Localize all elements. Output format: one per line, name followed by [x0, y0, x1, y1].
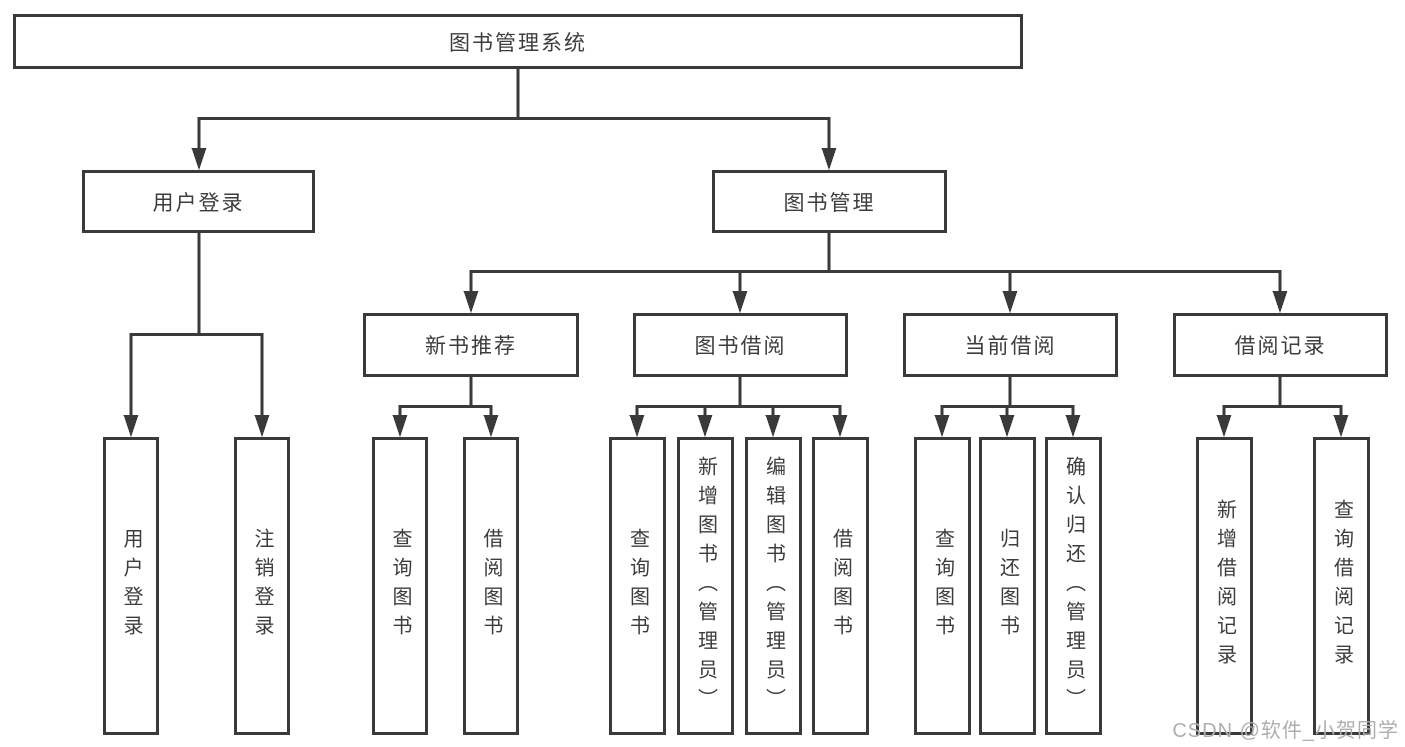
node-user-login: 用户登录: [82, 170, 315, 233]
leaf-add-borrow-record: 新增借阅记录: [1196, 437, 1253, 735]
leaf-user-login: 用户登录: [103, 437, 159, 735]
leaf-recommend-query-books: 查询图书: [372, 437, 428, 735]
leaf-return-books: 归还图书: [979, 437, 1036, 735]
leaf-edit-book-admin: 编辑图书（管理员）: [745, 437, 802, 735]
node-new-book-recommend: 新书推荐: [363, 313, 579, 377]
leaf-confirm-return-admin: 确认归还（管理员）: [1045, 437, 1102, 735]
leaf-logout: 注销登录: [234, 437, 290, 735]
node-current-borrow: 当前借阅: [903, 313, 1118, 377]
leaf-add-book-admin: 新增图书（管理员）: [677, 437, 734, 735]
leaf-borrow-query-books: 查询图书: [609, 437, 666, 735]
leaf-recommend-borrow-books: 借阅图书: [463, 437, 519, 735]
leaf-current-query-books: 查询图书: [914, 437, 971, 735]
leaf-query-borrow-record: 查询借阅记录: [1313, 437, 1370, 735]
node-book-borrow: 图书借阅: [633, 313, 848, 377]
node-borrow-records: 借阅记录: [1173, 313, 1388, 377]
node-root: 图书管理系统: [13, 14, 1023, 69]
leaf-borrow-borrow-books: 借阅图书: [812, 437, 869, 735]
watermark: CSDN @软件_小贺同学: [1172, 720, 1399, 742]
node-book-management: 图书管理: [712, 170, 947, 233]
